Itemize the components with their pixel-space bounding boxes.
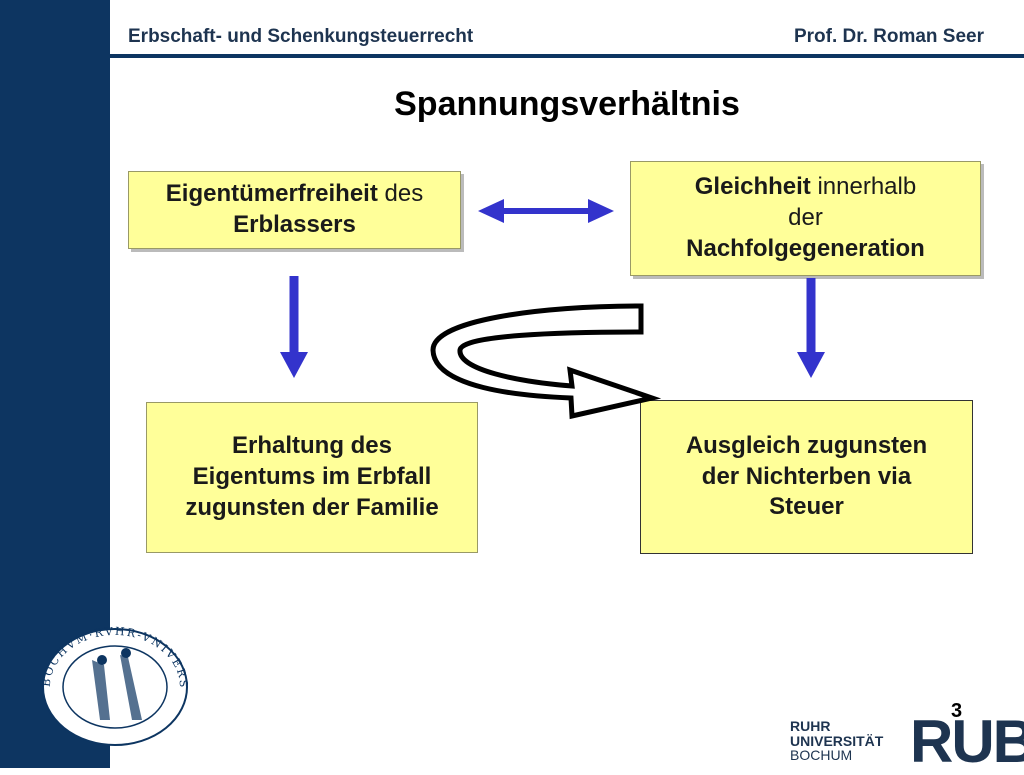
box-family-line3: zugunsten der Familie [185,493,439,521]
university-name-line1: RUHR [790,718,831,734]
down-arrow-icon [280,276,308,378]
box-tax-compensation: Ausgleich zugunsten der Nichterben via S… [640,400,973,554]
box-owner-freedom-bold1: Eigentümerfreiheit [165,180,378,208]
box-family-line2: Eigentums im Erbfall [192,463,432,491]
page-number: 3 [951,700,963,722]
box-equality: Gleichheit innerhalb der Nachfolgegenera… [630,161,981,276]
university-seal-icon: BOCHVM·RVHR-VNIVERSITÄT [40,625,188,746]
author-name: Prof. Dr. Roman Seer [793,26,984,47]
box-owner-freedom: Eigentümerfreiheit des Erblassers [128,171,461,249]
box-tax-line3: Steuer [769,493,844,521]
university-name-line3: BOCHUM [790,747,853,764]
curved-arrow-icon [430,303,662,420]
header-divider [110,54,1024,58]
slide-title: Spannungsverhältnis [394,85,740,123]
box-owner-freedom-text1: des [377,180,424,208]
university-name: RUHR UNIVERSITÄT BOCHUM [790,719,883,763]
down-arrow-icon [797,278,825,378]
box-equality-text1: innerhalb [810,173,917,201]
box-owner-freedom-bold2: Erblassers [233,211,356,238]
rub-logo: RUB [910,708,1024,775]
double-arrow-icon [478,199,614,223]
box-equality-text2: der [788,204,823,232]
box-equality-bold2: Nachfolgegeneration [686,234,925,262]
course-title: Erbschaft- und Schenkungsteuerrecht [128,26,474,47]
box-family-preservation: Erhaltung des Eigentums im Erbfall zugun… [146,402,478,553]
box-tax-line2: der Nichterben via [701,462,912,490]
box-tax-line1: Ausgleich zugunsten [685,431,928,459]
university-name-line2: UNIVERSITÄT [790,732,884,749]
box-family-line1: Erhaltung des [231,432,393,460]
box-equality-bold1: Gleichheit [694,173,811,201]
